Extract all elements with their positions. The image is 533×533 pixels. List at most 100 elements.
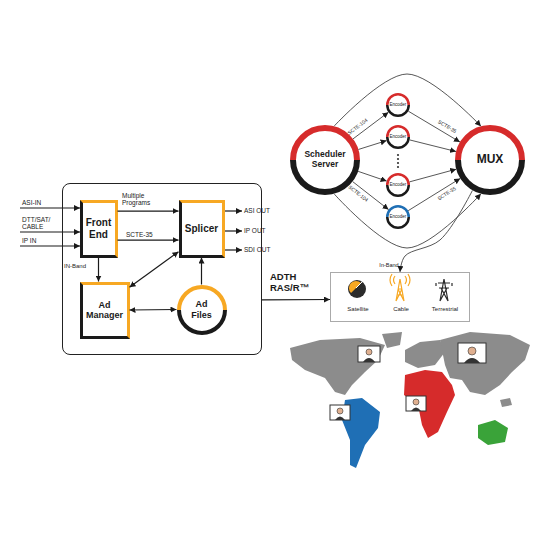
circle-fill [387,94,409,116]
viewer-icon [358,346,380,362]
viewer-icon [406,396,426,411]
text-group: Splicer [182,203,222,255]
satellite-icon [349,281,361,293]
text-group: Ad Files [177,285,227,335]
viewer-icon [411,408,421,412]
connector [98,258,99,282]
node-label: Ad Manager [83,300,127,320]
node-label: Ad Files [185,299,219,319]
ellipsis-dots [397,158,399,160]
connector [130,252,179,288]
ellipsis-dots [397,162,399,164]
output-line [225,249,242,250]
node-label: Encoder [390,134,407,139]
connector [201,258,202,285]
viewer-icon [458,343,486,363]
world-map [382,332,402,348]
node-label: Scheduler Server [298,150,352,169]
node-label: Front End [83,217,115,239]
viewer-icon [464,358,480,363]
cable-tower-icon [390,274,410,286]
viewer-icon [363,358,375,362]
connector [334,74,481,126]
circle-fill [387,126,409,148]
text-group: Ad Manager [83,285,127,336]
edge-label: SCTE-104 [347,118,369,137]
edge-label: SCTE-35 [437,186,457,202]
connector [408,111,460,142]
system-box: Front End Splicer Ad Manager Ad Files [62,183,262,355]
world-map [440,332,530,395]
node-label: Satellite [336,306,380,313]
text-group: SatelliteCableTerrestrial [331,273,469,321]
connector [358,141,386,150]
input-line [20,207,80,208]
node-label: MUX [477,153,504,166]
viewer-icon [335,417,345,421]
connector [358,171,387,181]
text-group: Encoder [386,205,410,229]
cable-tower-icon [390,274,410,301]
connector [130,309,177,311]
text-group: Front End [83,203,115,255]
input-line [20,245,80,246]
ellipsis-dots [397,166,399,168]
process-box: Splicer [179,200,225,258]
signal-label: ASI-IN [22,199,41,206]
text-group: Encoder [386,173,410,197]
pylon-icon [438,279,450,301]
pylon-icon [435,283,436,286]
circle-fill [387,174,409,196]
satellite-icon [348,280,366,298]
viewer-icon [406,396,426,411]
text-group: Encoder [386,93,410,117]
mux-circle: MUX [455,125,525,195]
encoder-circle: Encoder [386,173,410,197]
satellite-icon [356,282,362,288]
encoder-circle: Encoder [386,93,410,117]
output-line [225,230,242,231]
connector [262,299,330,301]
world-map [290,332,530,468]
connector [410,140,456,152]
input-line [20,231,80,232]
viewer-icon [358,346,380,362]
signal-label: IP OUT [244,227,266,234]
connector [410,169,457,182]
process-box: Ad Manager [80,282,130,339]
circle-fill [387,206,409,228]
node-label: Cable [379,306,423,313]
edge-label: ADTH RAS/R™ [270,272,314,294]
encoder-circle: Encoder [386,205,410,229]
viewer-icon [337,408,343,414]
edge-label: SCTE-104 [347,185,369,204]
world-map [290,338,385,395]
viewer-icon [366,349,372,355]
viewer-icon [330,405,350,420]
pylon-icon [436,279,452,301]
connector [400,190,473,272]
connector [118,211,179,212]
satellite-icon [348,280,366,298]
encoder-circle: Encoder [386,125,410,149]
signal-label: SDI OUT [244,246,270,253]
edge-label: IN-Band [64,263,86,270]
signal-label: DTT/SAT/ CABLE [22,216,56,231]
edge-label: In-Band [379,262,398,268]
connector [408,178,460,210]
ellipsis-dots [397,154,399,156]
output-line [225,211,242,250]
world-map [404,370,455,438]
node-label: Encoder [390,102,407,107]
node-label: Encoder [390,182,407,187]
text-group: Encoder [386,125,410,149]
edge-label: SCTE-35 [126,231,153,238]
pylon-icon [451,283,452,286]
circle-fill [458,128,522,192]
node-label: Terrestrial [423,306,467,313]
node-label: Encoder [390,214,407,219]
process-box: Front End [80,200,118,258]
viewer-icon [458,343,486,363]
world-map [478,420,508,445]
